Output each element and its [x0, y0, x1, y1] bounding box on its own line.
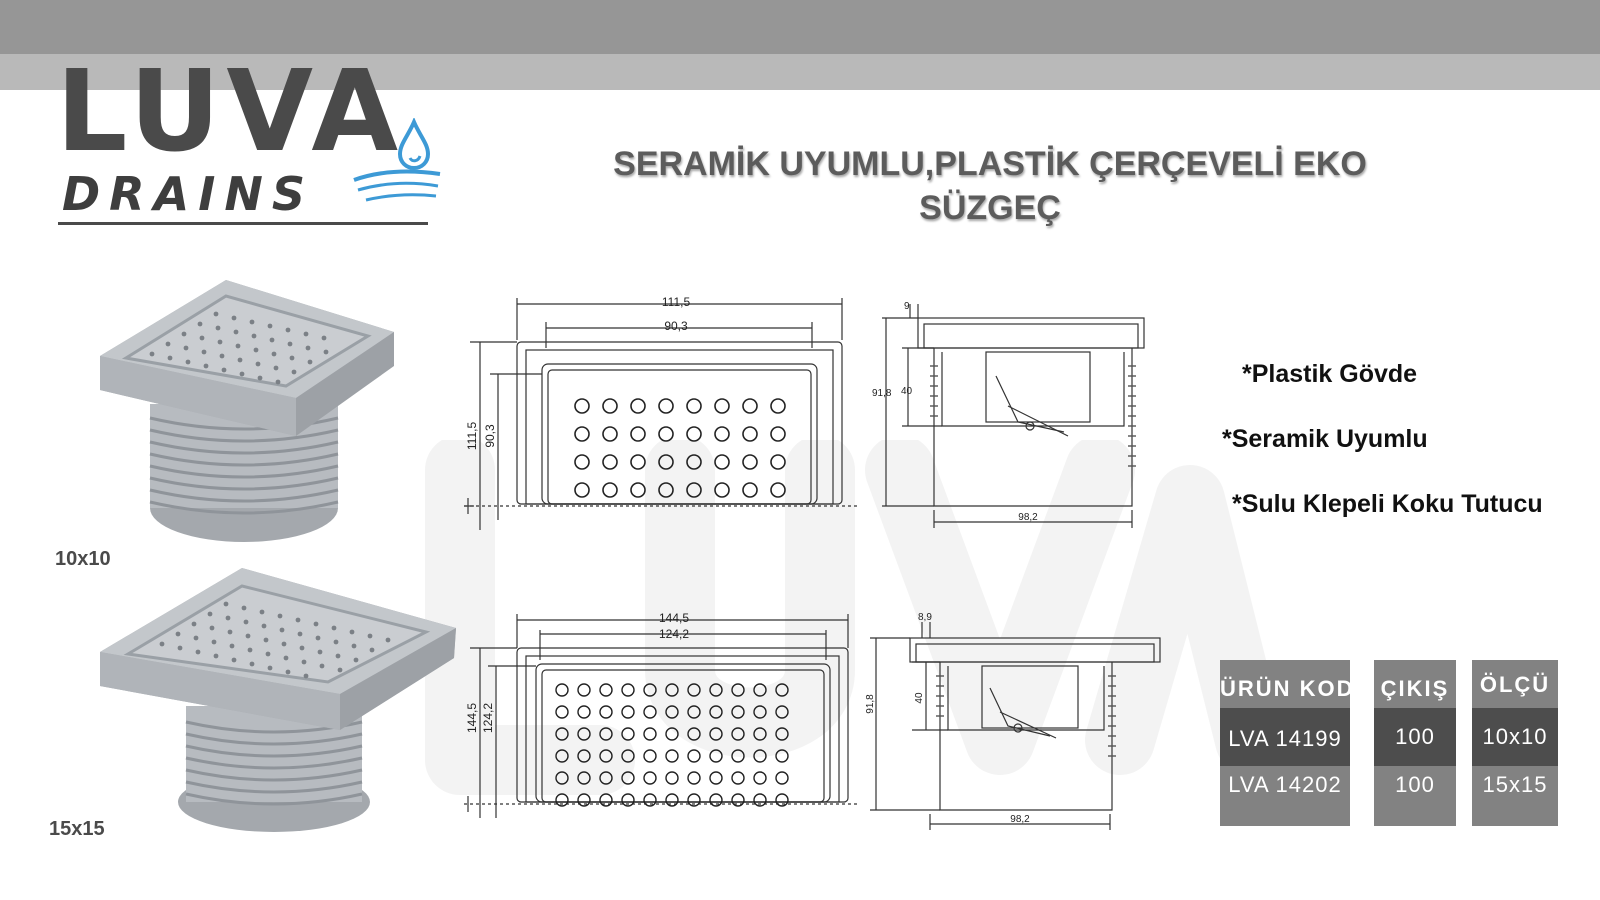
table-header: ÜRÜN KOD — [1220, 676, 1350, 701]
technical-drawing-front-top: 111,5 90,3 111,5 90,3 — [464, 295, 860, 530]
table-column-product-code: ÜRÜN KOD LVA 14199 LVA 14202 — [1220, 660, 1350, 826]
table-column-size: ÖLÇÜ 10x10 15x15 — [1472, 660, 1558, 826]
dim-inner-width: 124,2 — [659, 627, 689, 641]
water-drop-icon — [353, 118, 441, 202]
product-size-label: 15x15 — [49, 818, 105, 840]
table-cell: LVA 14202 — [1228, 772, 1342, 797]
table-cell: LVA 14199 — [1228, 726, 1342, 751]
table-cell: 100 — [1395, 772, 1435, 797]
table-row-highlight — [1220, 708, 1350, 766]
product-size-label: 10x10 — [55, 548, 111, 570]
dim-depth: 40 — [914, 692, 925, 704]
dim-outer-width: 144,5 — [659, 611, 689, 625]
table-cell: 15x15 — [1482, 772, 1548, 797]
dim-height: 91,8 — [865, 694, 876, 714]
top-band — [0, 0, 1600, 54]
technical-drawing-front-bottom: 144,5 124,2 144,5 124,2 — [464, 611, 860, 818]
top-band-secondary — [0, 54, 1600, 90]
dim-outer-height: 144,5 — [465, 703, 479, 733]
logo-underline — [58, 222, 428, 225]
table-row-highlight — [1374, 708, 1456, 766]
table-column-outlet: ÇIKIŞ 100 100 — [1374, 660, 1456, 826]
dim-width: 98,2 — [1018, 512, 1038, 523]
table-header: ÇIKIŞ — [1380, 676, 1450, 701]
logo-wordmark: LUVA — [56, 47, 405, 177]
product-image-15x15 — [100, 568, 456, 832]
dim-top: 9 — [904, 301, 910, 312]
product-image-10x10 — [100, 280, 394, 542]
dim-width: 98,2 — [1010, 814, 1030, 825]
table-row-highlight — [1472, 708, 1558, 766]
feature-item: *Seramik Uyumlu — [1222, 425, 1428, 453]
page-title: SERAMİK UYUMLU,PLASTİK ÇERÇEVELİ EKO SÜZ… — [613, 145, 1367, 227]
brand-logo: LUVA DRAINS — [56, 47, 441, 231]
technical-drawing-side-top: 9 91,8 40 98,2 — [872, 301, 1145, 528]
dim-inner-height: 90,3 — [483, 424, 497, 448]
dim-inner-width: 90,3 — [664, 319, 688, 333]
feature-item: *Sulu Klepeli Koku Tutucu — [1232, 490, 1543, 518]
logo-subtitle: DRAINS — [62, 167, 314, 221]
dim-outer-width: 111,5 — [662, 295, 691, 309]
table-cell: 10x10 — [1482, 724, 1548, 749]
dim-height: 91,8 — [872, 388, 892, 399]
technical-drawing-side-bottom: 8,9 91,8 40 98,2 — [865, 612, 1161, 830]
feature-item: *Plastik Gövde — [1242, 360, 1418, 388]
dim-inner-height: 124,2 — [481, 703, 495, 733]
dim-depth: 40 — [901, 386, 913, 397]
dim-outer-height: 111,5 — [465, 422, 479, 451]
table-header: ÖLÇÜ — [1479, 672, 1551, 697]
dim-top: 8,9 — [918, 612, 932, 623]
table-cell: 100 — [1395, 724, 1435, 749]
